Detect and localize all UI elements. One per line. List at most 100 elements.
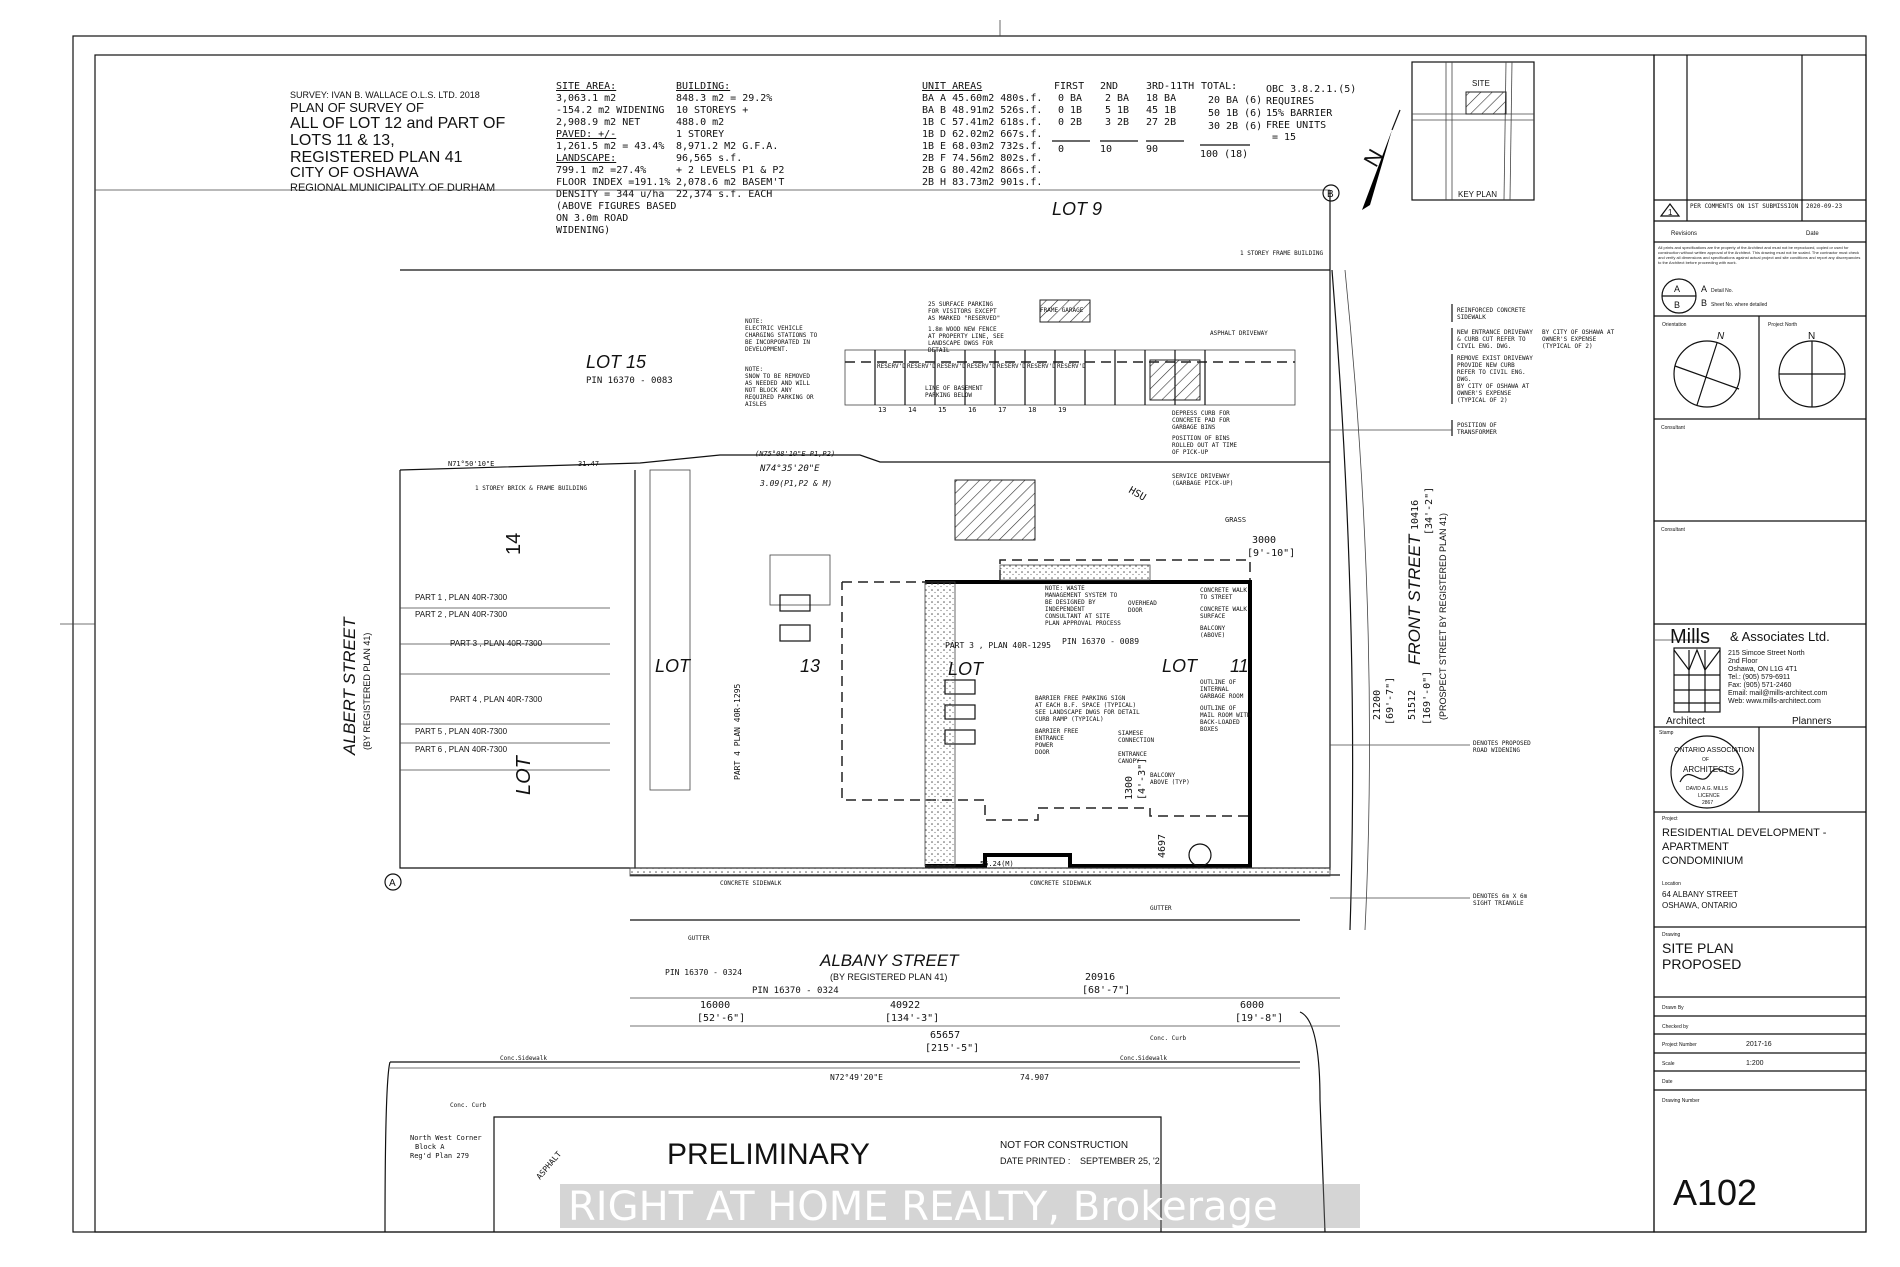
drawing-text: Project Number [1662,1042,1697,1048]
building-block: BUILDING: 848.3 m2 = 29.2% 10 STOREYS + … [676,81,784,200]
key-plan: SITE KEY PLAN [1411,61,1535,201]
drawing-text: CONCRETE SIDEWALK [720,880,782,887]
drawing-text: POWER [1035,742,1053,749]
drawing-text: PART 5 , PLAN 40R-7300 [415,727,508,736]
drawing-text: Location [1662,881,1681,887]
drawing-text: 100 (18) [1200,149,1248,160]
drawing-text: 848.3 m2 = 29.2% [676,93,772,104]
drawing-text: PART 3 , PLAN 40R-7300 [450,639,543,648]
drawing-text: TRANSFORMER [1457,429,1497,436]
drawing-text: LOT [1162,656,1199,676]
drawing-text: 18 [1028,406,1036,414]
drawing-text: INTERNAL [1200,686,1229,693]
drawing-text: HSU [1127,485,1148,504]
drawing-text: SITE PLAN [1662,940,1734,956]
drawing-text: MAIL ROOM WITH [1200,712,1251,719]
drawing-text: LANDSCAPE: [556,153,616,164]
drawing-text: OUTLINE OF [1200,705,1237,712]
drawing-text: 0 2B [1058,117,1082,128]
drawing-text: B [1674,300,1680,310]
drawing-text: LINE OF BASEMENT [925,385,983,392]
drawing-text: BA A 45.60m2 480s.f. [922,93,1042,104]
drawing-text: NOT BLOCK ANY [745,387,792,394]
drawing-text: Fax: (905) 571-2460 [1728,682,1792,689]
drawing-text: (BY REGISTERED PLAN 41) [830,972,947,982]
drawing-text: 31.47 [578,460,599,468]
drawing-text: PRELIMINARY [667,1138,870,1171]
drawing-text: Scale [1662,1061,1675,1067]
drawing-text: N [1717,331,1725,342]
drawing-text: DEVELOPMENT. [745,346,788,353]
drawing-text: PLAN OF SURVEY OF [290,100,424,115]
drawing-text: KEY PLAN [1458,190,1497,199]
drawing-text: ON 3.0m ROAD [556,213,628,224]
drawing-text: Email: mail@mills-architect.com [1728,690,1827,697]
drawing-text: ARCHITECTS [1683,765,1734,774]
drawing-text: 14 [503,533,525,555]
drawing-text: 8,971.2 M2 G.F.A. [676,141,778,152]
drawing-text: & CURB CUT REFER TO [1457,336,1526,343]
signature [1679,767,1741,783]
drawing-text: 18 BA [1146,93,1176,104]
drawing-text: [169'-0"] [1422,671,1433,725]
drawing-text: N74°35'20"E [759,464,820,474]
drawing-text: LOT [948,659,985,679]
drawing-text: 1,261.5 m2 = 43.4% [556,141,664,152]
drawing-text: OVERHEAD [1128,600,1157,607]
svg-text:N: N [1359,145,1389,171]
drawing-text: ROLLED OUT AT TIME [1172,442,1237,449]
drawing-text: 27 2B [1146,117,1176,128]
drawing-text: BE DESIGNED BY [1045,599,1096,606]
drawing-text: 215 Simcoe Street North [1728,650,1805,657]
drawing-text: PIN 16370 - 0089 [1062,637,1139,646]
drawing-text: FREE UNITS [1266,120,1326,131]
drawing-text: GRASS [1225,516,1246,524]
drawing-text: PARKING BELOW [925,392,972,399]
drawing-text: Orientation [1662,322,1687,328]
drawing-text: Date [1662,1079,1673,1085]
drawing-text: 14 [908,406,916,414]
drawing-text: DENOTES PROPOSED [1473,740,1531,747]
drawing-text: 90 [1146,144,1158,155]
drawing-text: [68'-7"] [1082,985,1130,996]
drawing-text: SIGHT TRIANGLE [1473,900,1524,907]
drawing-text: FRAME GARAGE [1040,307,1084,314]
drawing-text: 2B G 80.42m2 866s.f. [922,165,1042,176]
tree-icon [1188,843,1212,867]
drawing-text: 0 [1058,144,1064,155]
drawing-text: 5 1B [1105,105,1129,116]
drawing-text: BALCONY [1200,625,1226,632]
drawing-text: GARBAGE ROOM [1200,693,1244,700]
drawing-text: Block A [415,1143,445,1151]
drawing-text: ONTARIO ASSOCIATION [1674,747,1754,754]
drawing-text: BALCONY [1150,772,1176,779]
drawing-text: 40922 [890,1000,920,1011]
drawing-text: LOT [655,656,692,676]
drawing-text: CIVIL ENG. DWG. [1457,343,1511,350]
drawing-text: 1B D 62.02m2 667s.f. [922,129,1042,140]
drawing-text: 1B E 68.03m2 732s.f. [922,141,1042,152]
drawing-text: SIDEWALK [1457,314,1486,321]
drawing-text: PIN 16370 - 0324 [665,968,742,977]
drawing-text: OF [1702,757,1709,763]
drawing-text: B [1701,298,1707,308]
drawing-text: DWG. [1457,376,1471,383]
drawing-text: RESERV'D [1057,363,1086,370]
plan-labels: LOT 9 LOT 15 PIN 16370 - 0083 14 LOT LOT… [340,199,1448,1181]
drawing-text: Reg'd Plan 279 [410,1152,469,1160]
drawing-text: CONCRETE WALK [1200,587,1247,594]
drawing-text: POSITION OF [1457,422,1497,429]
drawing-text: REGIONAL MUNICIPALITY OF DURHAM [290,182,495,194]
drawing-text: (TYPICAL OF 2) [1542,343,1593,350]
drawing-text: UNIT AREAS [922,81,982,92]
drawing-text: CHARGING STATIONS TO [745,332,818,339]
drawing-text: RESERV'D [967,363,996,370]
drawing-text: AT EACH B.F. SPACE (TYPICAL) [1035,702,1136,709]
roads [384,269,1370,1233]
drawing-text: Date [1806,231,1819,237]
drawing-text: 13 [878,406,886,414]
drawing-text: 25 SURFACE PARKING [928,301,993,308]
drawing-text: 1 STOREY FRAME BUILDING [1240,250,1323,257]
drawing-text: 65657 [930,1030,960,1041]
orientation-compass-icon: N [1673,331,1741,408]
